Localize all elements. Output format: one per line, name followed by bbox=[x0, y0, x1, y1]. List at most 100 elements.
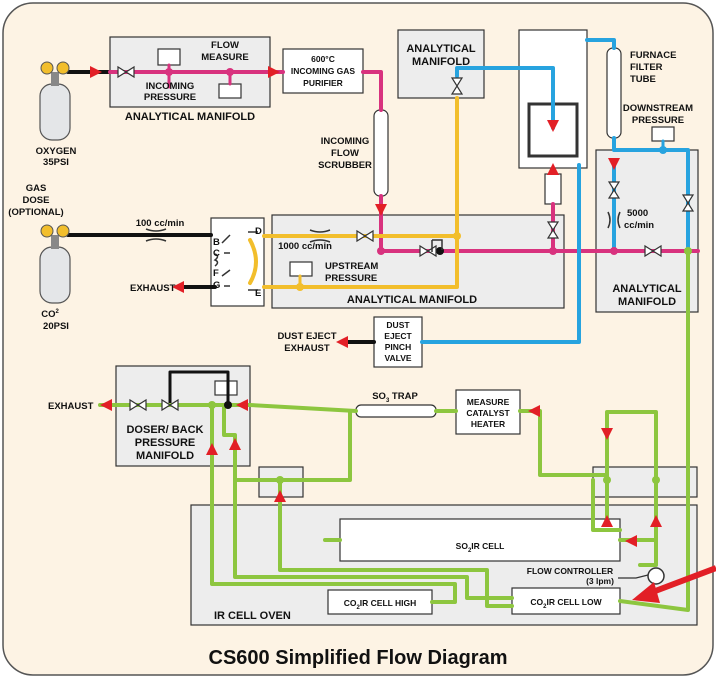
catalyst-heater-label: MEASURE bbox=[467, 397, 510, 407]
flow-arrow-icon bbox=[100, 399, 112, 411]
flow-controller-leader bbox=[618, 574, 649, 579]
flow-arrow-icon bbox=[528, 405, 540, 417]
junction-dot bbox=[610, 247, 618, 255]
flow-controller-label: (3 lpm) bbox=[586, 576, 614, 586]
flow-arrow-icon bbox=[172, 281, 184, 293]
junction-dot bbox=[226, 68, 234, 76]
port-label: B bbox=[213, 237, 220, 248]
flow-arrow-icon bbox=[274, 490, 286, 502]
switch-port-icon bbox=[248, 231, 258, 291]
ir-cell-oven-label: IR CELL OVEN bbox=[214, 610, 291, 622]
yellow-switch-arc bbox=[248, 238, 258, 285]
junction-dot bbox=[208, 401, 216, 409]
scrubber-label: INCOMING bbox=[321, 136, 370, 147]
flow-arrow-icon bbox=[601, 515, 613, 527]
incoming-pressure-label: PRESSURE bbox=[144, 92, 196, 103]
junction-dot bbox=[224, 401, 232, 409]
furnace-filter-tube-icon bbox=[606, 47, 622, 139]
restrictor-icon bbox=[607, 211, 621, 229]
flow-arrow-icon bbox=[268, 66, 280, 78]
co2-psi-label: 20PSI bbox=[43, 321, 69, 332]
flow-arrow-icon bbox=[206, 443, 218, 455]
flow-arrow-icon bbox=[547, 163, 559, 175]
green-so2-bottom bbox=[618, 538, 658, 567]
flow-1000-label: 1000 cc/min bbox=[278, 241, 332, 252]
restrictor-icon bbox=[145, 228, 167, 242]
downstream-label: PRESSURE bbox=[632, 115, 684, 126]
exhaust-label: EXHAUST bbox=[48, 401, 94, 412]
valve-icon bbox=[117, 65, 135, 79]
valve-icon bbox=[607, 181, 621, 199]
incoming-flow-scrubber-icon bbox=[373, 109, 389, 197]
dust-exhaust-label: DUST EJECT bbox=[277, 331, 336, 342]
valve-icon bbox=[129, 398, 147, 412]
junction-dot bbox=[377, 247, 385, 255]
analytical-manifold-right-label: MANIFOLD bbox=[618, 296, 676, 308]
gas-dose-label: (OPTIONAL) bbox=[8, 207, 63, 218]
so2-cell-label: SO2IR CELL bbox=[456, 541, 505, 554]
junction-dot bbox=[652, 476, 660, 484]
incoming-pressure-sensor bbox=[218, 83, 242, 99]
furnace-filter-label: TUBE bbox=[630, 74, 656, 85]
purifier-label: INCOMING GAS bbox=[291, 66, 356, 76]
co2-low-cell-label: CO2IR CELL LOW bbox=[530, 597, 602, 610]
valve-icon bbox=[546, 221, 560, 239]
flow-arrow-icon bbox=[90, 66, 102, 78]
port-label: D bbox=[255, 226, 262, 237]
so2-ir-cell-box bbox=[339, 518, 621, 562]
junction-dot bbox=[276, 476, 284, 484]
upstream-label: PRESSURE bbox=[325, 273, 377, 284]
downstream-pressure-sensor bbox=[651, 126, 675, 142]
flow-5000-label: cc/min bbox=[624, 220, 654, 231]
restrictor-icon bbox=[309, 229, 331, 243]
exhaust-label: EXHAUST bbox=[130, 283, 176, 294]
valve-icon bbox=[681, 194, 695, 212]
valve-icon bbox=[356, 229, 374, 243]
junction-dot bbox=[436, 247, 444, 255]
flow-5000-label: 5000 bbox=[627, 208, 648, 219]
flow-controller-label: FLOW CONTROLLER bbox=[527, 566, 613, 576]
green-to-doser bbox=[98, 403, 358, 413]
pinch-valve-label: PINCH bbox=[385, 342, 411, 352]
pinch-valve-label: VALVE bbox=[384, 353, 411, 363]
junction-dot bbox=[659, 146, 667, 154]
catalyst-heater-label: CATALYST bbox=[466, 408, 510, 418]
oxygen-magenta-to-scrubber bbox=[361, 70, 383, 112]
flow-arrow-icon bbox=[625, 535, 637, 547]
pinch-valve-label: EJECT bbox=[384, 331, 412, 341]
flow-arrow-icon bbox=[229, 438, 241, 450]
flow-measure-label: MEASURE bbox=[201, 52, 249, 63]
analytical-manifold-box-label: MANIFOLD bbox=[412, 56, 470, 68]
green-right-junction bbox=[591, 478, 622, 532]
doser-manifold-label: PRESSURE bbox=[135, 437, 196, 449]
flow-arrow-icon bbox=[375, 204, 387, 216]
flow-arrow-icon bbox=[650, 515, 662, 527]
purifier-box bbox=[282, 48, 364, 94]
flow-100-label: 100 cc/min bbox=[136, 218, 185, 229]
furnace-lower-block bbox=[544, 173, 562, 205]
oxygen-psi-label: 35PSI bbox=[43, 157, 69, 168]
doser-pressure-sensor bbox=[214, 380, 238, 396]
doser-manifold-label: DOSER/ BACK bbox=[126, 424, 203, 436]
analytical-manifold-box-top bbox=[397, 29, 485, 99]
port-label: E bbox=[255, 288, 261, 299]
pinch-valve-label: DUST bbox=[386, 320, 410, 330]
incoming-pressure-label: INCOMING bbox=[146, 81, 195, 92]
flow-arrow-icon bbox=[601, 428, 613, 440]
upstream-pressure-sensor bbox=[289, 261, 313, 277]
blue-top-line bbox=[455, 66, 555, 130]
junction-dot bbox=[165, 68, 173, 76]
furnace-filter-label: FILTER bbox=[630, 62, 663, 73]
downstream-label: DOWNSTREAM bbox=[623, 103, 693, 114]
scrubber-label: FLOW bbox=[331, 148, 359, 159]
doser-black-line bbox=[168, 370, 230, 407]
valve-icon bbox=[161, 398, 179, 412]
flow-arrow-icon bbox=[336, 336, 348, 348]
scrubber-label: SCRUBBER bbox=[318, 160, 372, 171]
so3-trap-icon bbox=[355, 404, 437, 418]
catalyst-heater-label: HEATER bbox=[471, 419, 505, 429]
flow-measure-sensor bbox=[157, 48, 181, 66]
analytical-manifold-box-label: ANALYTICAL bbox=[406, 43, 476, 55]
so3-trap-label: SO3 TRAP bbox=[372, 391, 418, 404]
